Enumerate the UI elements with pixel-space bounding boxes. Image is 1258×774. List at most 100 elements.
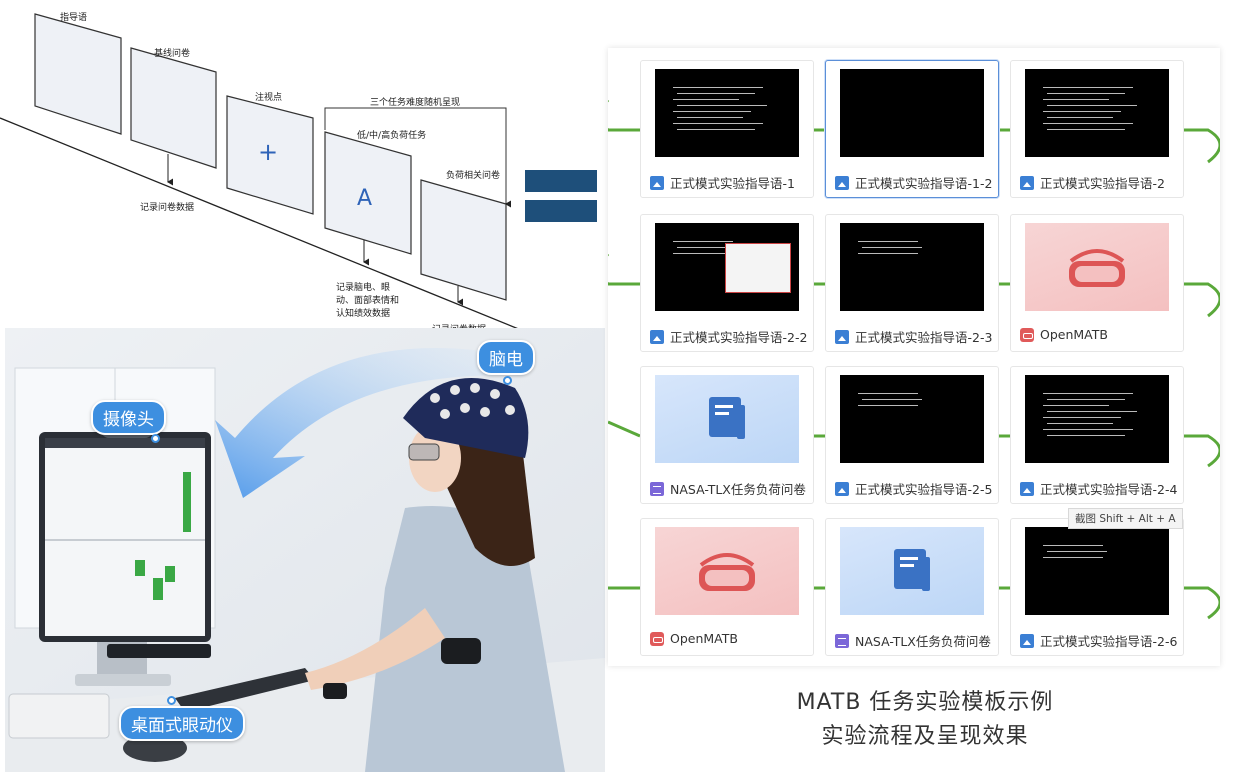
template-card[interactable]: NASA-TLX任务负荷问卷 — [640, 366, 814, 504]
image-icon — [1020, 633, 1034, 648]
card-label: 正式模式实验指导语-2-6 — [1040, 634, 1178, 649]
screen-baseline-questionnaire — [130, 47, 217, 169]
thumbnail-text-line — [673, 241, 733, 242]
thumbnail-text-line — [1043, 393, 1133, 394]
screen-fixation — [226, 95, 314, 215]
thumbnail-text-line — [1043, 99, 1109, 100]
card-caption: NASA-TLX任务负荷问卷 — [650, 479, 806, 498]
screen-instructions — [34, 13, 122, 135]
flow-connector — [1184, 282, 1220, 318]
image-icon — [650, 329, 664, 344]
thumbnail-text-line — [858, 253, 918, 254]
card-label: 正式模式实验指导语-2-3 — [855, 330, 993, 345]
eeg-marker-dot — [503, 376, 512, 385]
thumbnail-text-line — [673, 253, 733, 254]
record-physio: 记录脑电、眼 动、面部表情和 认知绩效数据 — [336, 283, 400, 319]
thumbnail-text-line — [1043, 557, 1103, 558]
thumbnail-text-line — [1047, 423, 1113, 424]
card-caption: 正式模式实验指导语-2 — [1020, 173, 1165, 192]
template-card[interactable]: 正式模式实验指导语-1-2 — [825, 60, 999, 198]
card-thumbnail — [840, 527, 984, 615]
card-thumbnail — [1025, 375, 1169, 463]
thumbnail-text-line — [1043, 87, 1133, 88]
card-thumbnail — [840, 69, 984, 157]
card-label: 正式模式实验指导语-1-2 — [855, 176, 993, 191]
image-icon — [650, 175, 664, 190]
thumbnail-text-line — [1047, 117, 1113, 118]
caption-line-2: 实验流程及呈现效果 — [821, 724, 1029, 749]
template-card[interactable]: 正式模式实验指导语-1 — [640, 60, 814, 198]
card-caption: NASA-TLX任务负荷问卷 — [835, 631, 991, 650]
thumbnail-text-line — [858, 405, 918, 406]
document-large-icon — [840, 527, 984, 615]
thumbnail-text-line — [673, 99, 739, 100]
card-caption: 正式模式实验指导语-2-4 — [1020, 479, 1177, 498]
card-caption: OpenMATB — [1020, 327, 1108, 342]
card-thumbnail — [1025, 527, 1169, 615]
card-caption: 正式模式实验指导语-2-6 — [1020, 631, 1177, 650]
thumbnail-text-line — [677, 105, 767, 106]
thumbnail-text-line — [1047, 93, 1125, 94]
random-presentation-label: 三个任务难度随机呈现 — [370, 98, 461, 108]
card-label: 正式模式实验指导语-2 — [1040, 176, 1165, 191]
template-card[interactable]: 正式模式实验指导语-2-5 — [825, 366, 999, 504]
camera-marker-dot — [151, 434, 160, 443]
card-label: 正式模式实验指导语-2-5 — [855, 482, 993, 497]
thumbnail-text-line — [1047, 551, 1107, 552]
thumbnail-text-line — [1043, 123, 1133, 124]
template-card[interactable]: 正式模式实验指导语-2-3 — [825, 214, 999, 352]
eyetracker-tag: 桌面式眼动仪 — [119, 696, 245, 741]
openmatb-icon — [650, 631, 664, 646]
template-card[interactable]: 正式模式实验指导语-2 — [1010, 60, 1184, 198]
thumbnail-text-line — [1043, 545, 1103, 546]
card-caption: 正式模式实验指导语-2-5 — [835, 479, 992, 498]
card-label: NASA-TLX任务负荷问卷 — [855, 634, 991, 649]
template-card[interactable]: 正式模式实验指导语-2-2 — [640, 214, 814, 352]
document-large-icon — [655, 375, 799, 463]
template-card[interactable]: 正式模式实验指导语-2-4 — [1010, 366, 1184, 504]
template-flow-panel: 正式模式实验指导语-1 正式模式实验指导语-1-2 正式模式实验指导语-2 正式模式实… — [608, 48, 1220, 666]
task-letter: A — [357, 186, 373, 211]
thumbnail-text-line — [1043, 417, 1121, 418]
random-bracket — [324, 107, 511, 208]
flow-connector — [608, 420, 641, 438]
card-label: NASA-TLX任务负荷问卷 — [670, 482, 806, 497]
thumbnail-matb-ui — [725, 243, 791, 293]
screen-label-baseline: 基线问卷 — [154, 49, 191, 59]
thumbnail-text-line — [673, 87, 763, 88]
thumbnail-text-line — [862, 247, 922, 248]
image-icon — [835, 329, 849, 344]
card-label: OpenMATB — [670, 631, 738, 646]
card-caption: 正式模式实验指导语-1 — [650, 173, 795, 192]
card-caption: 正式模式实验指导语-2-3 — [835, 327, 992, 346]
card-thumbnail — [655, 69, 799, 157]
card-label: OpenMATB — [1040, 327, 1108, 342]
thumbnail-text-line — [858, 241, 918, 242]
screenshot-tooltip: 截图 Shift + Alt + A — [1068, 508, 1183, 529]
vr-goggles-icon — [655, 527, 799, 615]
thumbnail-text-line — [1047, 435, 1125, 436]
template-card[interactable]: OpenMATB — [640, 518, 814, 656]
timeline-axis — [0, 117, 527, 333]
thumbnail-text-line — [1043, 111, 1121, 112]
thumbnail-text-line — [1043, 429, 1133, 430]
template-card[interactable]: NASA-TLX任务负荷问卷 — [825, 518, 999, 656]
flow-connector — [608, 254, 640, 286]
equals-bar-bottom — [525, 200, 597, 222]
template-card[interactable]: OpenMATB — [1010, 214, 1184, 352]
flow-connector — [608, 100, 640, 132]
flow-connectors — [608, 100, 1220, 620]
flow-connector — [1184, 586, 1220, 620]
thumbnail-text-line — [1047, 399, 1125, 400]
fixation-cross: + — [258, 138, 279, 166]
template-card[interactable]: 正式模式实验指导语-2-6 — [1010, 518, 1184, 656]
document-icon — [835, 633, 849, 648]
thumbnail-text-line — [673, 123, 763, 124]
eeg-tag: 脑电 — [477, 340, 535, 385]
image-icon — [1020, 175, 1034, 190]
screen-label-load-questionnaire: 负荷相关问卷 — [446, 171, 501, 181]
screen-task — [324, 131, 412, 255]
card-thumbnail — [840, 375, 984, 463]
screen-label-task: 低/中/高负荷任务 — [357, 131, 427, 141]
card-label: 正式模式实验指导语-2-2 — [670, 330, 808, 345]
